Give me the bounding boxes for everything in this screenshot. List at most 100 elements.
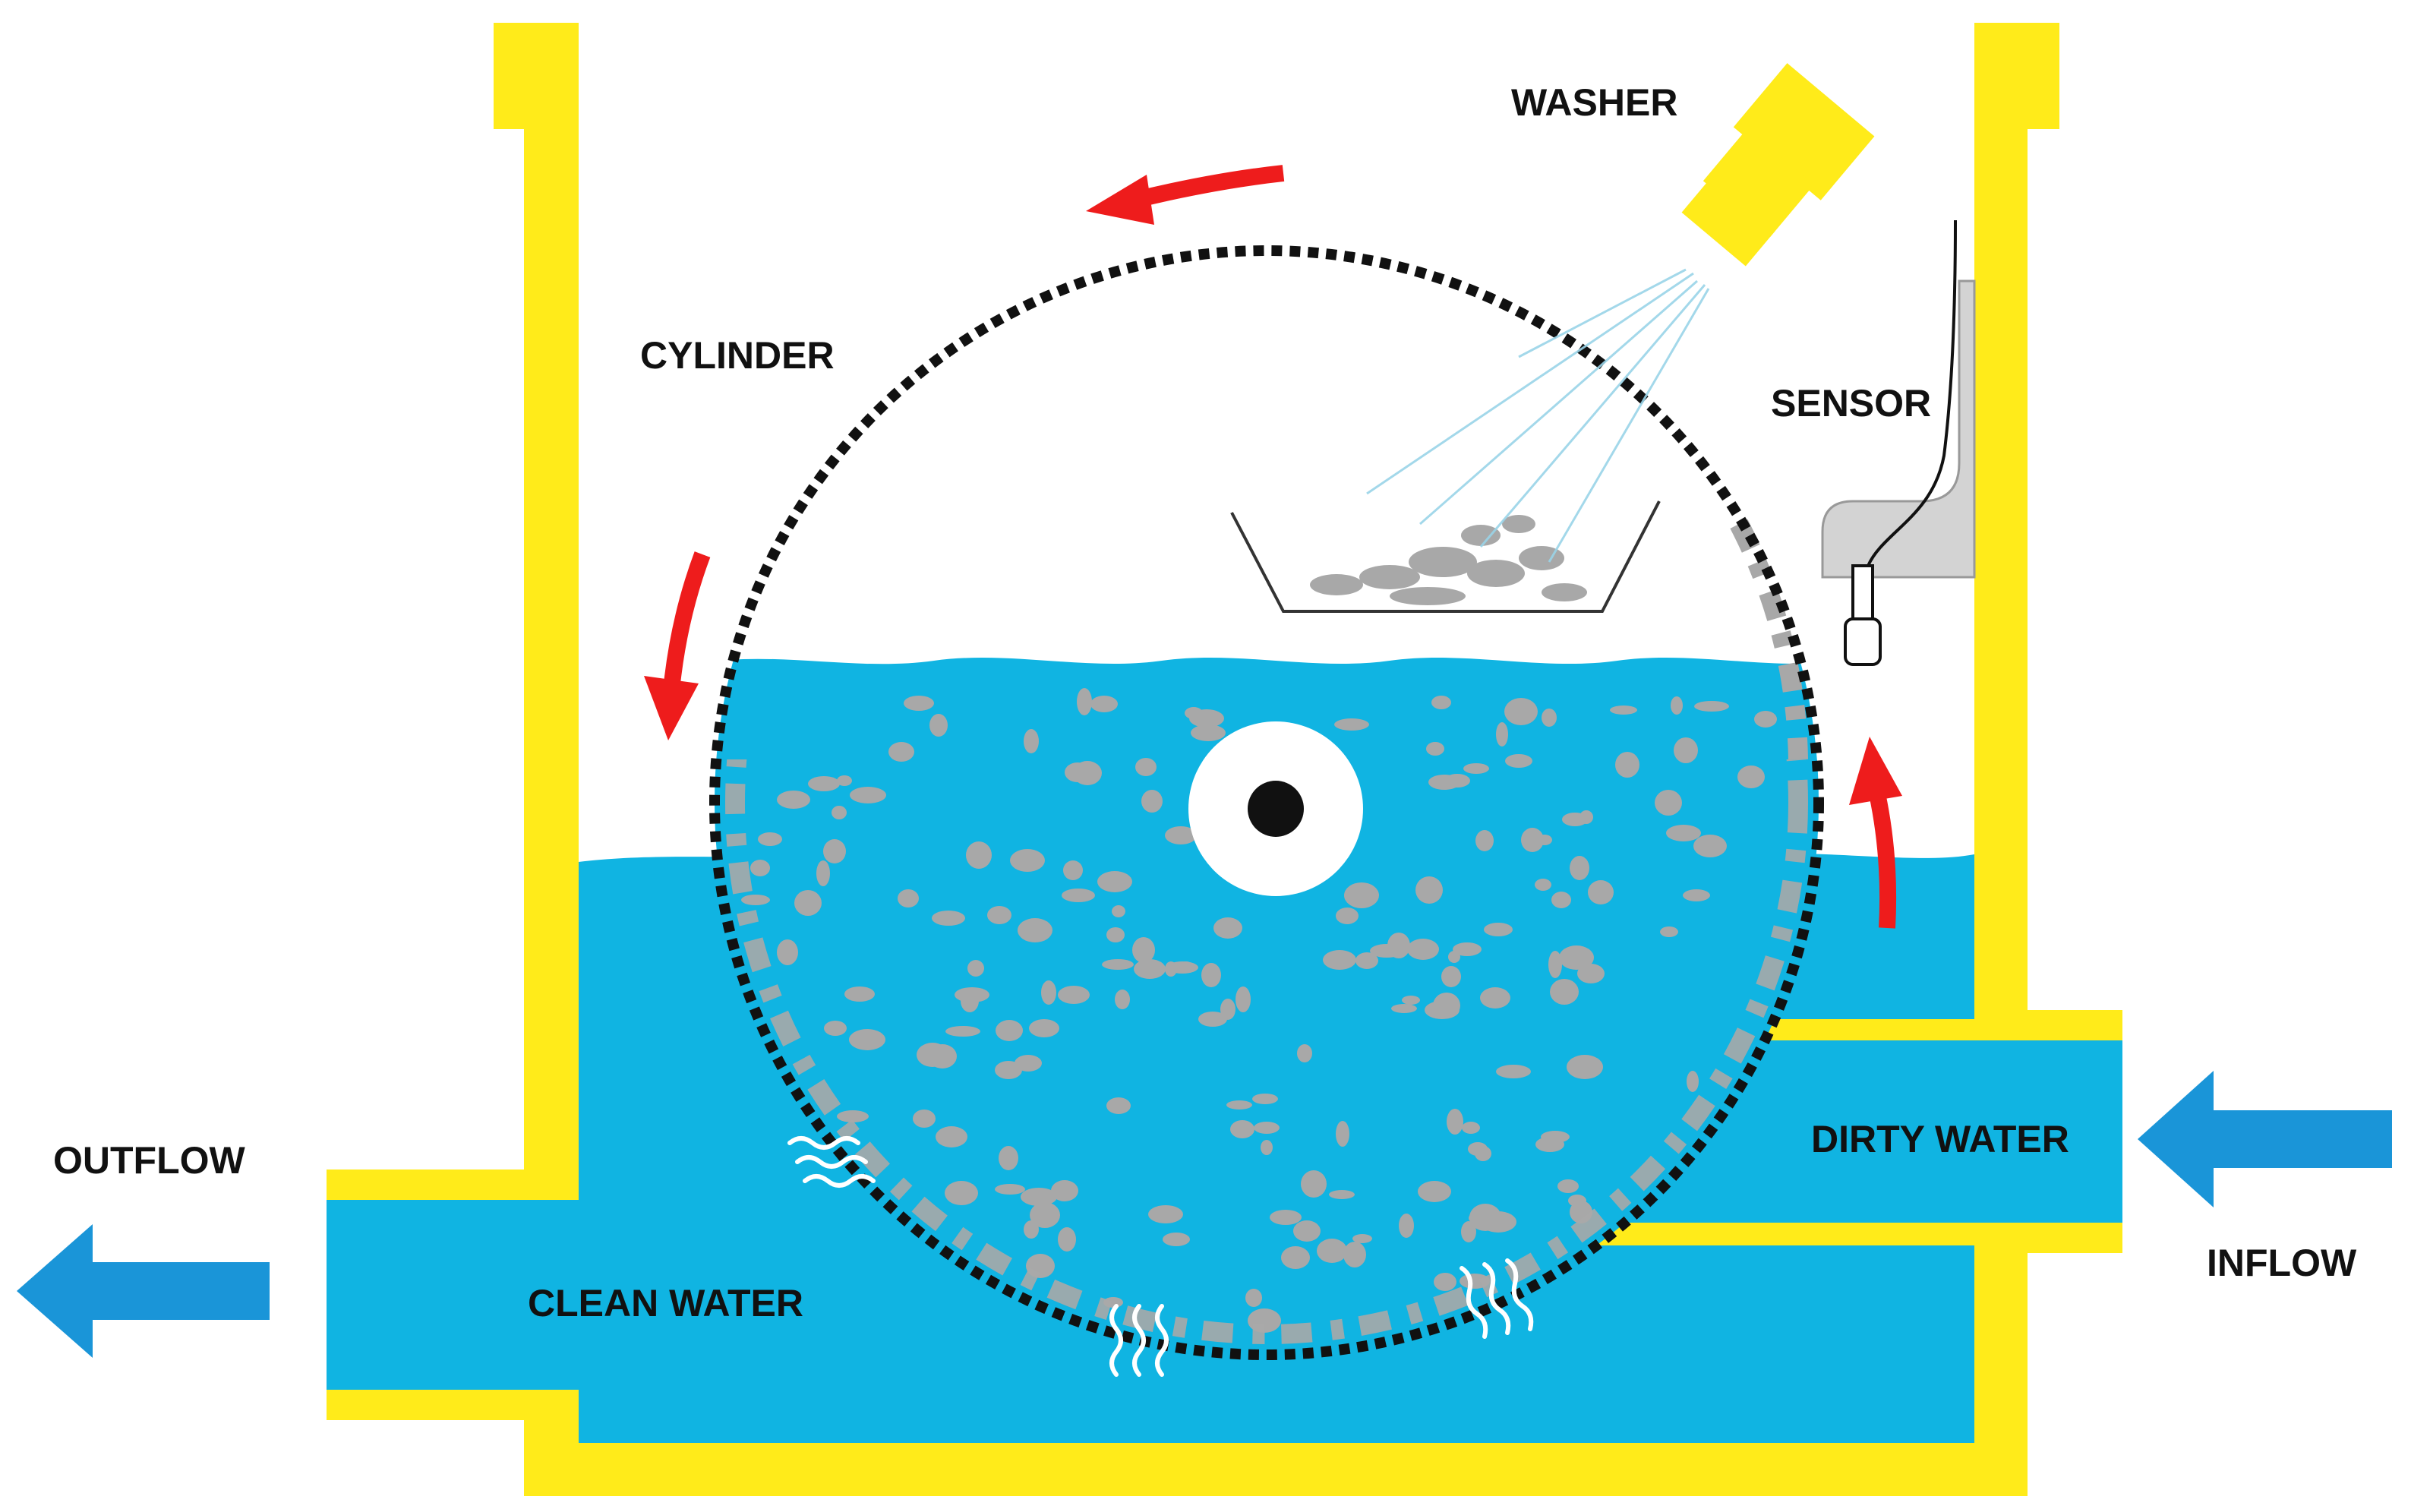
sludge-particle	[1329, 1190, 1355, 1199]
sludge-particle	[1548, 951, 1562, 978]
sludge-particle	[777, 939, 798, 965]
sludge-particle	[1073, 761, 1102, 785]
sludge-particle	[1132, 937, 1155, 963]
sludge-particle	[1024, 1220, 1039, 1239]
outflow-arrow	[17, 1224, 270, 1358]
sludge-particle	[995, 1061, 1022, 1079]
sludge-particle	[1505, 754, 1532, 768]
rotation-arrow-left	[644, 551, 711, 740]
sludge-particle	[1336, 908, 1359, 924]
washer-spray	[1366, 268, 1710, 563]
sludge-particle	[1252, 1094, 1278, 1104]
sludge-particle	[1355, 952, 1378, 969]
sludge-particle	[837, 1110, 869, 1122]
sludge-particle	[850, 787, 886, 803]
sludge-particle	[1297, 1044, 1312, 1062]
sludge-particle	[1610, 705, 1637, 715]
sludge-particle	[1399, 1214, 1414, 1238]
sludge-particle	[1551, 892, 1571, 908]
sludge-particle	[1191, 724, 1226, 741]
sludge-particle	[1270, 1210, 1302, 1225]
sludge-particle	[1198, 1012, 1227, 1027]
sludge-particle	[1343, 1242, 1366, 1267]
sludge-particle	[1567, 1055, 1603, 1079]
sludge-particle	[1559, 945, 1594, 970]
sludge-particle	[1418, 1181, 1451, 1202]
sludge-particle	[1148, 1205, 1183, 1223]
sludge-particle	[1448, 951, 1460, 963]
left-wall	[524, 23, 579, 1185]
sludge-particle	[1165, 961, 1177, 977]
sensor-stem	[1851, 564, 1874, 620]
sludge-particle	[1112, 905, 1125, 917]
sludge-particle	[1480, 987, 1510, 1009]
sludge-particle	[849, 1029, 885, 1050]
sludge-particle	[913, 1110, 936, 1128]
clean-water-label: CLEAN WATER	[528, 1282, 803, 1324]
sludge-particle	[904, 696, 934, 711]
sludge-particle	[1179, 961, 1193, 972]
cylinder-label: CYLINDER	[640, 334, 835, 377]
sludge-particle	[1461, 1221, 1476, 1242]
sludge-particle	[1334, 718, 1369, 731]
sludge-particle	[1431, 696, 1451, 709]
rotation-arrows	[644, 165, 1902, 929]
sludge-particle	[1010, 849, 1045, 872]
sludge-particle	[1261, 1140, 1273, 1155]
sludge-particle	[1570, 856, 1589, 880]
sludge-particle	[1453, 942, 1482, 956]
tank-walls	[327, 23, 2122, 1496]
sludge-particle	[1165, 826, 1197, 844]
sludge-particle	[758, 832, 782, 846]
sludge-particle	[1030, 1202, 1060, 1228]
sludge-particle	[1537, 835, 1552, 845]
outflow-label: OUTFLOW	[53, 1139, 246, 1182]
sludge-trough	[1230, 500, 1661, 613]
sludge-particle	[1687, 1071, 1699, 1092]
sludge-particle	[1480, 1211, 1516, 1233]
sludge-particle	[1344, 882, 1379, 908]
sludge-layer	[725, 759, 1808, 1344]
sludge-particle	[1475, 830, 1494, 851]
outlet-pipe-bottom	[327, 1390, 592, 1420]
sludge-particle	[1281, 1246, 1310, 1269]
sludge-particle	[999, 1146, 1018, 1170]
sludge-particle	[823, 839, 846, 863]
sludge-particle	[1577, 964, 1605, 983]
sludge-particle	[1024, 729, 1039, 753]
sludge-particle	[1352, 1234, 1372, 1243]
sensor-float	[1844, 617, 1882, 666]
sludge-particle	[987, 906, 1011, 924]
right-wall	[1974, 23, 2028, 1010]
sludge-particle	[996, 1020, 1023, 1041]
sludge-particle	[1189, 709, 1224, 728]
sludge-particle	[741, 895, 770, 905]
sludge-particle	[1336, 1121, 1349, 1147]
sludge-particle	[1615, 752, 1639, 778]
sludge-particle	[1557, 1179, 1579, 1193]
sludge-particle	[888, 742, 914, 762]
sludge-particle	[1141, 790, 1163, 813]
sludge-particle	[1475, 1146, 1491, 1161]
sludge-particle	[1441, 966, 1461, 987]
sludge-particle	[932, 911, 965, 926]
clean-water-pipe	[327, 1200, 630, 1390]
trough-sludge	[1310, 515, 1587, 605]
sludge-particle	[1426, 742, 1444, 756]
sensor-cable	[1867, 219, 1957, 567]
sludge-particle	[1496, 722, 1508, 747]
sludge-particle	[1201, 963, 1221, 987]
sludge-particle	[1134, 959, 1166, 979]
sludge-particle	[1535, 879, 1551, 891]
sludge-particle	[1106, 1097, 1131, 1114]
sludge-particle	[1293, 1220, 1321, 1242]
sludge-particle	[1660, 926, 1678, 937]
sludge-particle	[917, 1043, 948, 1067]
sludge-particle	[837, 775, 852, 786]
sludge-particle	[1754, 711, 1777, 728]
sludge-particle	[966, 841, 992, 869]
filtrate-arrows	[787, 1136, 1534, 1377]
sludge-particle	[1106, 927, 1125, 942]
sludge-particle	[1666, 825, 1701, 841]
